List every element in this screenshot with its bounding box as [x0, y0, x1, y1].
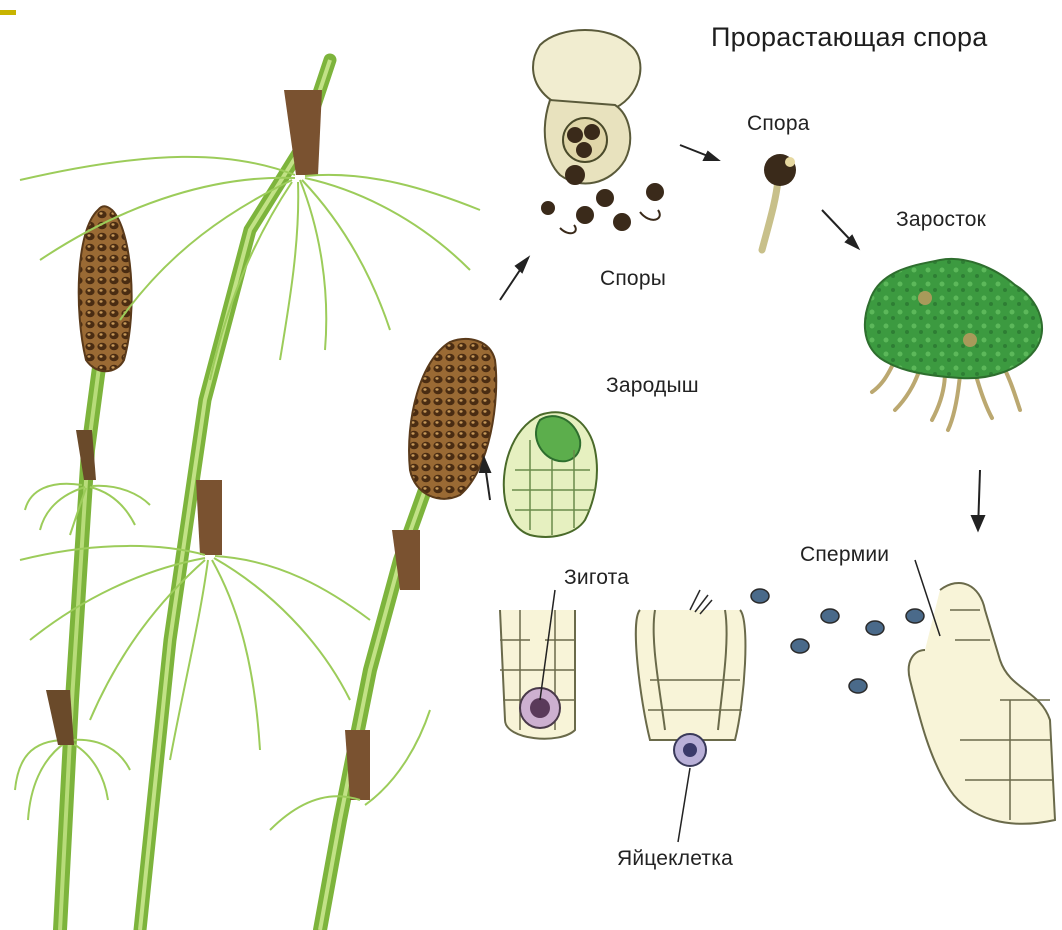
arrow-icon [500, 258, 528, 300]
zygote-archegonium [500, 610, 575, 739]
label-zygote: Зигота [564, 566, 629, 590]
label-sperm: Спермии [800, 543, 889, 567]
antheridium-tissue [909, 583, 1055, 824]
label-spore: Спора [747, 112, 810, 136]
horsetail-plant-right [270, 339, 496, 930]
node-sheath [196, 480, 222, 555]
label-spores: Споры [600, 267, 666, 291]
prothallus [865, 259, 1042, 430]
arrow-icon [822, 210, 858, 248]
germinating-spore [762, 154, 796, 250]
horsetail-plant-group [15, 60, 496, 930]
arrow-icon [972, 470, 984, 530]
label-germinating-spore: Прорастающая спора [711, 22, 987, 53]
label-prothallus: Заросток [896, 208, 986, 232]
egg-cell-archegonium [636, 610, 746, 766]
spore-cone-right [409, 339, 496, 499]
arrow-icon [680, 145, 718, 160]
embryo [504, 412, 597, 537]
node-sheath [46, 690, 74, 745]
sporangium-with-spores [533, 30, 663, 233]
arrow-icon [480, 458, 490, 500]
label-egg-cell: Яйцеклетка [617, 847, 733, 871]
label-embryo: Зародыш [606, 374, 699, 398]
horsetail-plant-left [15, 206, 150, 930]
